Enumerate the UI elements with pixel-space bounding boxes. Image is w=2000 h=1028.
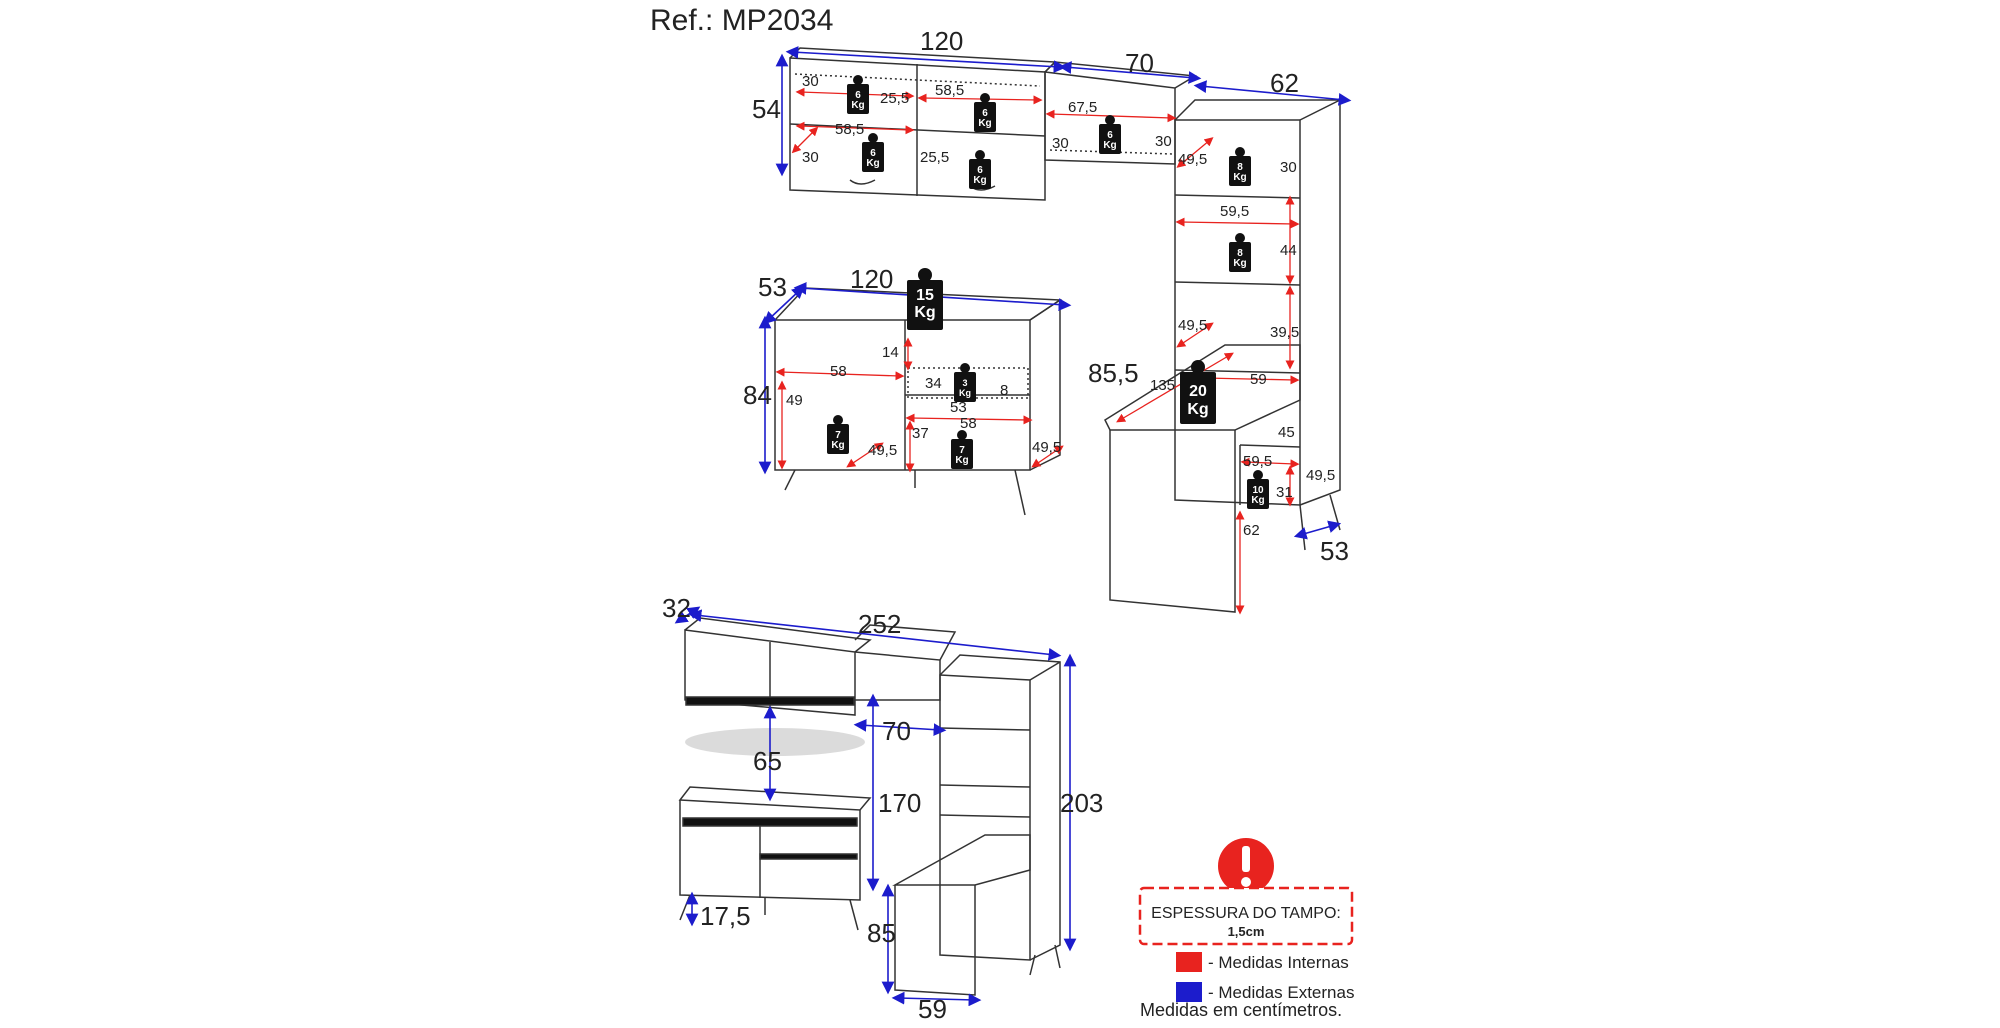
dim-label: 59 bbox=[1250, 371, 1267, 388]
weight-value: 8 bbox=[1237, 162, 1243, 173]
weight-value: 6 bbox=[982, 108, 988, 119]
dim-label: 30 bbox=[1280, 159, 1297, 176]
assembled-width-label: 252 bbox=[858, 609, 901, 639]
assembled-desk-width-label: 59 bbox=[918, 994, 947, 1024]
weight-value: 10 bbox=[1252, 485, 1264, 496]
middle-width-label: 70 bbox=[1125, 48, 1154, 78]
legend: ESPESSURA DO TAMPO: 1,5cm - Medidas Inte… bbox=[1138, 838, 1354, 1002]
external-legend-label: - Medidas Externas bbox=[1208, 983, 1354, 1002]
warning-value: 1,5cm bbox=[1228, 924, 1265, 939]
assembled-gap-height-label: 65 bbox=[753, 746, 782, 776]
tower-width-label: 62 bbox=[1270, 68, 1299, 98]
weight-unit: Kg bbox=[1251, 495, 1264, 506]
weight-value: 7 bbox=[959, 445, 965, 456]
weight-value: 7 bbox=[835, 430, 841, 441]
dim-label: 34 bbox=[925, 375, 942, 392]
weight-value: 15 bbox=[916, 287, 934, 304]
upper-width-label: 120 bbox=[920, 26, 963, 56]
assembled-leg-height-label: 17,5 bbox=[700, 901, 751, 931]
dim-label: 44 bbox=[1280, 242, 1297, 259]
dim-label: 49,5 bbox=[1306, 467, 1335, 484]
weight-unit: Kg bbox=[955, 455, 968, 466]
weight-unit: Kg bbox=[851, 100, 864, 111]
dim-label: 49 bbox=[786, 392, 803, 409]
weight-badge bbox=[1180, 360, 1216, 424]
dim-label: 30 bbox=[802, 149, 819, 166]
weight-value: 6 bbox=[977, 165, 983, 176]
weight-unit: Kg bbox=[978, 118, 991, 129]
dim-label: 30 bbox=[1052, 135, 1069, 152]
dim-label: 58,5 bbox=[835, 121, 864, 138]
dim-label: 37 bbox=[912, 425, 929, 442]
external-swatch bbox=[1176, 982, 1202, 1002]
internal-legend-label: - Medidas Internas bbox=[1208, 953, 1349, 972]
weight-unit: Kg bbox=[973, 175, 986, 186]
dim-label: 30 bbox=[1155, 133, 1172, 150]
dim-label: 62 bbox=[1243, 522, 1260, 539]
dim-label: 49,5 bbox=[1178, 317, 1207, 334]
dim-label: 53 bbox=[950, 399, 967, 416]
dim-label: 31 bbox=[1276, 484, 1293, 501]
sideboard-height-label: 84 bbox=[743, 380, 772, 410]
assembled-depth-label: 32 bbox=[662, 593, 691, 623]
internal-dimensions bbox=[775, 87, 1300, 615]
weight-unit: Kg bbox=[866, 158, 879, 169]
dim-label: 49,5 bbox=[868, 442, 897, 459]
dim-label: 135 bbox=[1150, 377, 1175, 394]
dim-label: 58 bbox=[830, 363, 847, 380]
desk bbox=[1104, 344, 1301, 613]
weight-value: 8 bbox=[1237, 248, 1243, 259]
dim-label: 25,5 bbox=[880, 90, 909, 107]
sideboard-width-label: 120 bbox=[850, 264, 893, 294]
weight-unit: Kg bbox=[1233, 172, 1246, 183]
dim-label: 30 bbox=[802, 73, 819, 90]
assembled-dimensions bbox=[674, 606, 1077, 1007]
units-note: Medidas em centímetros. bbox=[1140, 1000, 1343, 1020]
assembled-tower-height-label: 170 bbox=[878, 788, 921, 818]
weight-value: 6 bbox=[870, 148, 876, 159]
dim-label: 59,5 bbox=[1243, 453, 1272, 470]
warning-box bbox=[1138, 886, 1354, 946]
upper-cabinet bbox=[789, 47, 1057, 201]
weight-unit: Kg bbox=[914, 304, 935, 321]
dim-label: 39,5 bbox=[1270, 324, 1299, 341]
desk-height-label: 85,5 bbox=[1088, 358, 1139, 388]
sideboard-depth-label: 53 bbox=[758, 272, 787, 302]
weight-value: 3 bbox=[962, 378, 967, 388]
weight-unit: Kg bbox=[1103, 140, 1116, 151]
dim-label: 49,5 bbox=[1178, 151, 1207, 168]
dim-label: 25,5 bbox=[920, 149, 949, 166]
weight-badge bbox=[907, 268, 943, 330]
dim-label: 58 bbox=[960, 415, 977, 432]
dim-label: 59,5 bbox=[1220, 203, 1249, 220]
weight-value: 6 bbox=[855, 90, 861, 101]
dim-label: 8 bbox=[1000, 382, 1008, 399]
external-dimensions bbox=[758, 45, 1352, 540]
reference-code: Ref.: MP2034 bbox=[650, 4, 834, 37]
dim-label: 67,5 bbox=[1068, 99, 1097, 116]
dim-label: 58,5 bbox=[935, 82, 964, 99]
tower-depth-label: 53 bbox=[1320, 536, 1349, 566]
assembled-desk-height-label: 85 bbox=[867, 918, 896, 948]
dim-label: 14 bbox=[882, 344, 899, 361]
weight-value: 6 bbox=[1107, 130, 1113, 141]
weight-unit: Kg bbox=[1233, 258, 1246, 269]
upper-height-label: 54 bbox=[752, 94, 781, 124]
weight-value: 20 bbox=[1189, 383, 1207, 400]
assembled-gap-width-label: 70 bbox=[882, 716, 911, 746]
weight-unit: Kg bbox=[959, 388, 971, 398]
internal-swatch bbox=[1176, 952, 1202, 972]
weight-unit: Kg bbox=[1187, 401, 1208, 418]
assembled-total-height-label: 203 bbox=[1060, 788, 1103, 818]
weight-unit: Kg bbox=[831, 440, 844, 451]
warning-title: ESPESSURA DO TAMPO: bbox=[1151, 905, 1341, 922]
dim-label: 49,5 bbox=[1032, 439, 1061, 456]
dim-label: 45 bbox=[1278, 424, 1295, 441]
